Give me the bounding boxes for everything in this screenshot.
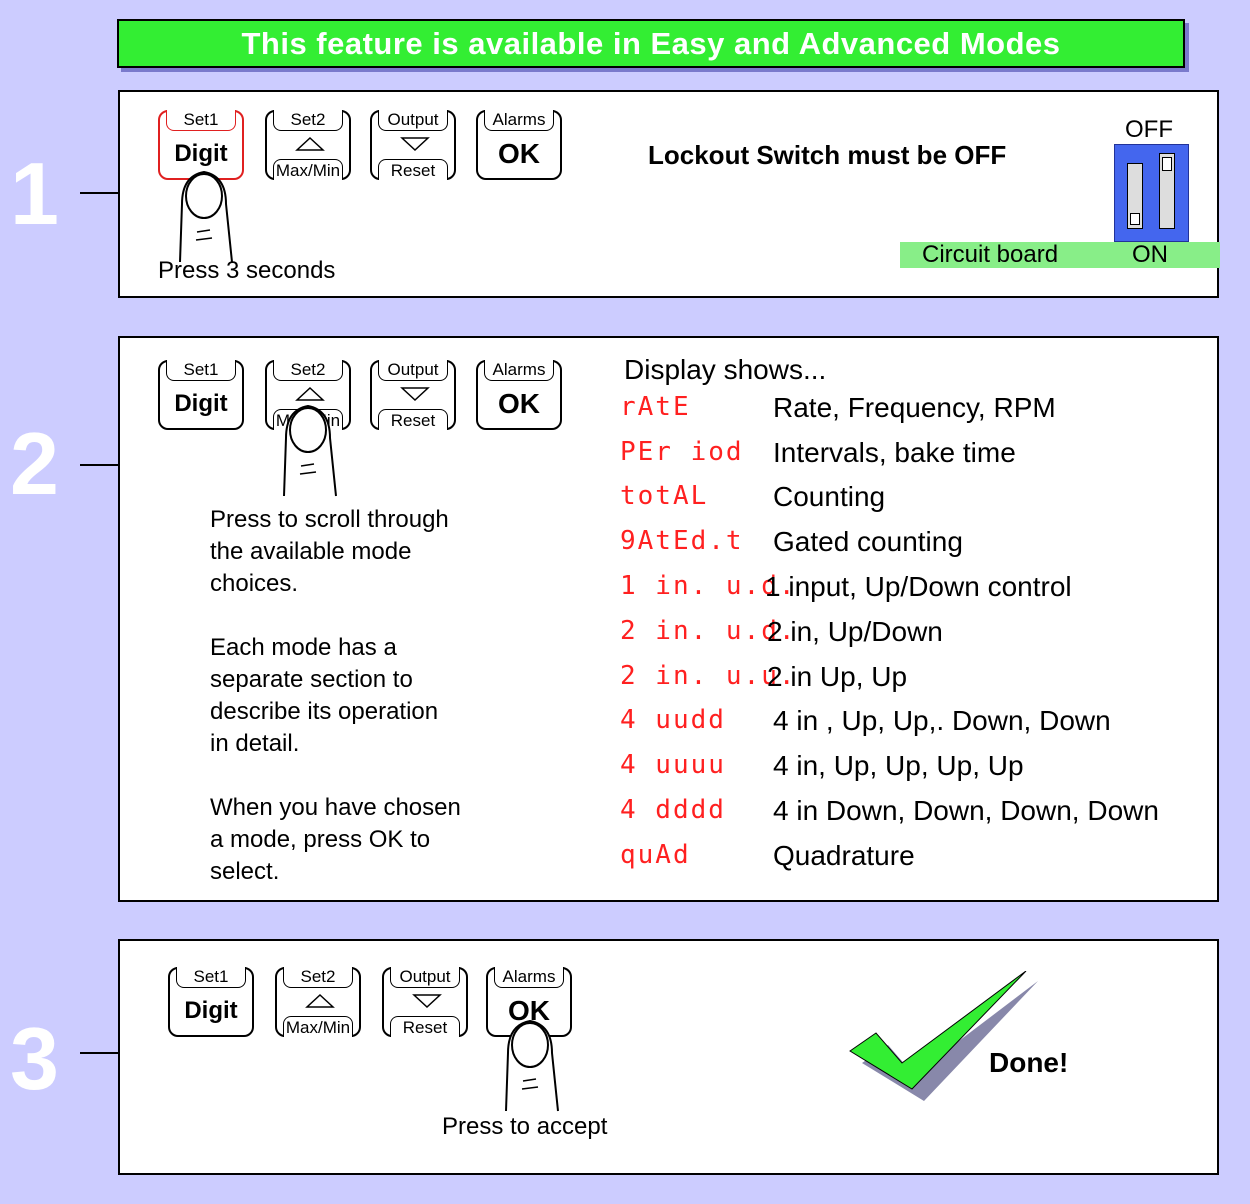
dip-switch-slot-right <box>1159 153 1175 229</box>
mode-description: Intervals, bake time <box>773 437 1016 468</box>
alarms-ok-key[interactable]: Alarms OK <box>486 967 572 1037</box>
instruction-line: Each mode has a <box>210 634 397 661</box>
down-arrow-icon <box>412 994 442 1009</box>
mode-description: 2 in Up, Up <box>767 661 908 692</box>
ok-label: OK <box>498 388 540 419</box>
mode-availability-banner: This feature is available in Easy and Ad… <box>117 19 1185 68</box>
step-1-panel: Set1 Digit Set2 Max/Min Output Reset Ala… <box>118 90 1220 298</box>
mode-code: 2 in. u.u. <box>620 661 797 691</box>
reset-label: Reset <box>378 159 448 180</box>
display-shows-heading: Display shows... <box>624 354 827 385</box>
mode-description: 4 in Down, Down, Down, Down <box>773 795 1159 826</box>
checkmark-icon <box>849 971 1038 1101</box>
instruction-line: select. <box>210 858 280 885</box>
pressing-finger-icon <box>283 404 337 497</box>
mode-description: 2 in, Up/Down <box>767 616 943 647</box>
down-arrow-icon <box>400 387 430 402</box>
step-2-panel: Set1 Digit Set2 Max/Min Output Reset Ala… <box>118 336 1219 902</box>
press-3-seconds-caption: Press 3 seconds <box>158 257 336 284</box>
instruction-line: choices. <box>210 570 299 597</box>
alarms-label: Alarms <box>484 360 554 381</box>
mode-code: 4 dddd <box>620 795 726 825</box>
lockout-instruction: Lockout Switch must be OFF <box>648 140 1007 170</box>
ok-label: OK <box>498 138 540 169</box>
instruction-line: When you have chosen <box>210 794 461 821</box>
step-number-1: 1 <box>10 144 59 243</box>
alarms-ok-key[interactable]: Alarms OK <box>476 360 562 430</box>
instruction-line: describe its operation <box>210 698 439 725</box>
circuit-board-strip: Circuit board ON <box>900 242 1220 268</box>
set2-label: Set2 <box>283 967 353 988</box>
set1-label: Set1 <box>166 110 236 131</box>
dip-switch-knob-left <box>1130 213 1140 225</box>
mode-description: Quadrature <box>773 840 915 871</box>
output-label: Output <box>378 110 448 131</box>
alarms-label: Alarms <box>494 967 564 988</box>
mode-code: totAL <box>620 481 709 511</box>
mode-description: Rate, Frequency, RPM <box>773 392 1056 423</box>
output-reset-key[interactable]: Output Reset <box>370 110 456 180</box>
maxmin-label: Max/Min <box>283 1016 353 1037</box>
alarms-label: Alarms <box>484 110 554 131</box>
down-arrow-icon <box>400 137 430 152</box>
off-label: OFF <box>1125 116 1173 143</box>
step-3-connector <box>80 1052 120 1054</box>
step-number-3: 3 <box>10 1009 59 1108</box>
mode-description: Gated counting <box>773 526 963 557</box>
set2-maxmin-key[interactable]: Set2 Max/Min <box>275 967 361 1037</box>
step-3-panel: Set1 Digit Set2 Max/Min Output Reset Ala… <box>118 939 1219 1175</box>
done-label: Done! <box>989 1047 1069 1078</box>
mode-description: 1 input, Up/Down control <box>765 571 1072 602</box>
set1-label: Set1 <box>176 967 246 988</box>
mode-description: 4 in, Up, Up, Up, Up <box>773 750 1024 781</box>
dip-switch-slot-left <box>1127 163 1143 229</box>
on-label: ON <box>1132 241 1168 268</box>
pressing-finger-icon <box>505 1019 559 1112</box>
step-1-connector <box>80 192 120 194</box>
output-reset-key[interactable]: Output Reset <box>382 967 468 1037</box>
press-to-accept-caption: Press to accept <box>442 1113 608 1140</box>
mode-code: rAtE <box>620 392 691 422</box>
instruction-line: the available mode <box>210 538 412 565</box>
set2-label: Set2 <box>273 360 343 381</box>
mode-code: 2 in. u.d. <box>620 616 797 646</box>
mode-code: quAd <box>620 840 691 870</box>
output-label: Output <box>378 360 448 381</box>
output-reset-key[interactable]: Output Reset <box>370 360 456 430</box>
reset-label: Reset <box>378 409 448 430</box>
reset-label: Reset <box>390 1016 460 1037</box>
mode-code: 4 uuuu <box>620 750 726 780</box>
digit-label: Digit <box>174 140 228 167</box>
mode-code: 9AtEd.t <box>620 526 744 556</box>
set1-digit-key[interactable]: Set1 Digit <box>158 360 244 430</box>
maxmin-label: Max/Min <box>273 159 343 180</box>
step-2-connector <box>80 464 120 466</box>
instruction-line: Press to scroll through <box>210 506 449 533</box>
mode-description: Counting <box>773 481 886 512</box>
set1-digit-key[interactable]: Set1 Digit <box>158 110 244 180</box>
mode-code: 1 in. u.d. <box>620 571 797 601</box>
mode-code: 4 uudd <box>620 705 726 735</box>
instruction-line: a mode, press OK to <box>210 826 431 853</box>
dip-switch-knob-right <box>1162 157 1172 171</box>
up-arrow-icon <box>305 993 335 1008</box>
up-arrow-icon <box>295 136 325 151</box>
alarms-ok-key[interactable]: Alarms OK <box>476 110 562 180</box>
mode-description: 4 in , Up, Up,. Down, Down <box>773 705 1111 736</box>
pressing-finger-icon <box>179 170 233 263</box>
set1-label: Set1 <box>166 360 236 381</box>
digit-label: Digit <box>184 997 238 1024</box>
instruction-line: in detail. <box>210 730 300 757</box>
digit-label: Digit <box>174 390 228 417</box>
set2-label: Set2 <box>273 110 343 131</box>
mode-code: PEr iod <box>620 437 744 467</box>
instruction-line: separate section to <box>210 666 413 693</box>
output-label: Output <box>390 967 460 988</box>
step-number-2: 2 <box>10 414 59 513</box>
set2-maxmin-key[interactable]: Set2 Max/Min <box>265 110 351 180</box>
set1-digit-key[interactable]: Set1 Digit <box>168 967 254 1037</box>
dip-switch[interactable] <box>1114 144 1189 242</box>
up-arrow-icon <box>295 386 325 401</box>
circuit-board-label: Circuit board <box>922 241 1059 268</box>
